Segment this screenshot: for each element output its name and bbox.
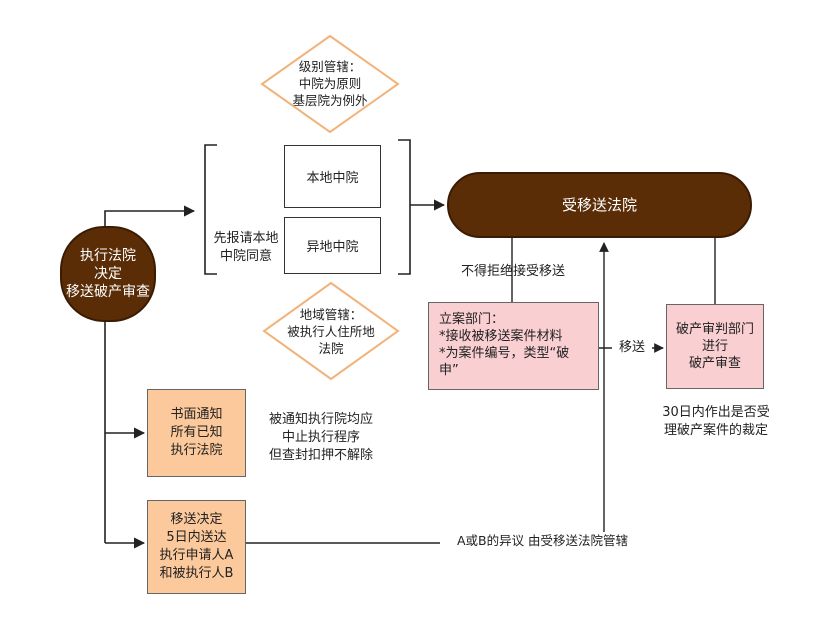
written-notice-box: 书面通知 所有已知 执行法院 bbox=[147, 389, 246, 477]
arrow-start-to-courts bbox=[104, 205, 196, 226]
left-bracket bbox=[204, 144, 217, 275]
local-intermediate-court-label: 本地中院 bbox=[306, 171, 359, 186]
filing-department-box: 立案部门： *接收被移送案件材料 *为案件编号，类型“破 申” bbox=[428, 302, 599, 390]
decision-30-days-note: 30日内作出是否受 理破产案件的裁定 bbox=[662, 405, 770, 438]
written-notice-label: 书面通知 所有已知 执行法院 bbox=[170, 407, 223, 458]
bankruptcy-trial-label: 破产审判部门 进行 破产审查 bbox=[675, 322, 754, 371]
notice-effect-note: 被通知执行院均应 中止执行程序 但查封扣押不解除 bbox=[268, 412, 373, 463]
transfer-decision-label: 移送决定 5日内送达 执行申请人A 和被执行人B bbox=[159, 512, 234, 581]
jurisdiction-level-diamond bbox=[260, 34, 400, 134]
local-intermediate-court-box: 本地中院 bbox=[284, 145, 381, 208]
other-intermediate-court-label: 异地中院 bbox=[306, 240, 359, 255]
other-intermediate-court-box: 异地中院 bbox=[284, 217, 381, 274]
start-node-label: 执行法院 决定 移送破产审查 bbox=[66, 248, 150, 300]
receiving-court-node: 受移送法院 bbox=[447, 172, 752, 238]
objection-note: A或B的异议 由受移送法院管辖 bbox=[440, 532, 645, 550]
right-bracket bbox=[398, 139, 411, 275]
report-approval-note: 先报请本地 中院同意 bbox=[213, 231, 279, 264]
jurisdiction-region-label: 地域管辖： 被执行人住所地 法院 bbox=[287, 307, 375, 356]
no-reject-note: 不得拒绝接受移送 bbox=[460, 264, 565, 279]
start-node: 执行法院 决定 移送破产审查 bbox=[60, 226, 156, 322]
bankruptcy-trial-box: 破产审判部门 进行 破产审查 bbox=[666, 304, 764, 389]
filing-department-label: 立案部门： *接收被移送案件材料 *为案件编号，类型“破 申” bbox=[439, 312, 570, 378]
jurisdiction-region-diamond bbox=[262, 281, 400, 381]
jurisdiction-level-label: 级别管辖： 中院为原则 基层院为例外 bbox=[292, 59, 368, 108]
transfer-decision-box: 移送决定 5日内送达 执行申请人A 和被执行人B bbox=[147, 500, 246, 594]
receiving-court-label: 受移送法院 bbox=[561, 196, 637, 214]
transfer-arrow-label: 移送 bbox=[612, 339, 652, 357]
